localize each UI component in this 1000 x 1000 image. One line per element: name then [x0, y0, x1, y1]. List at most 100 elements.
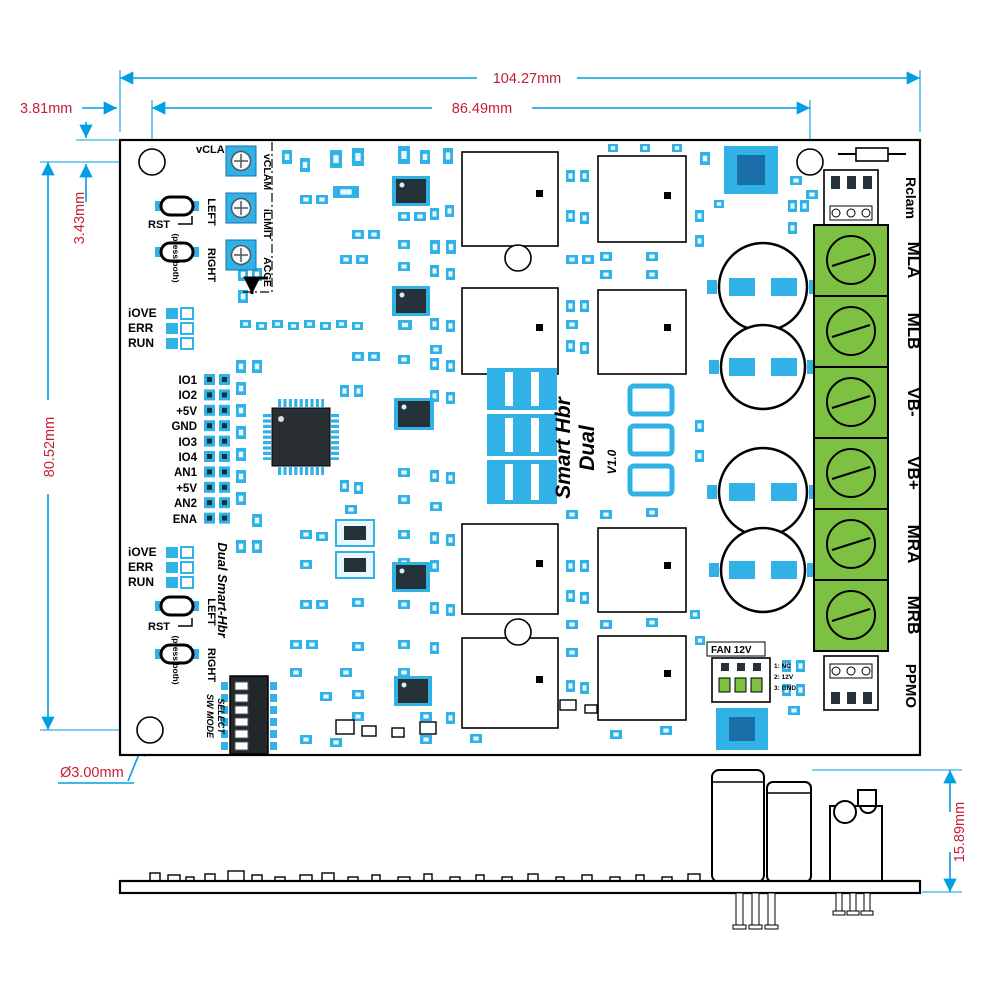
silk-press-both-top: (press both) — [171, 233, 181, 282]
side-view-capacitors — [711, 769, 812, 883]
status-leds-bottom — [166, 546, 194, 589]
silk-iove-top: iOVE — [128, 306, 157, 320]
silk-sw-mode-1: SW MODE — [205, 694, 215, 739]
acce-arrow-icon — [243, 276, 268, 294]
mounting-holes — [136, 148, 824, 744]
terminal-blocks — [813, 224, 889, 652]
silk-err-bottom: ERR — [128, 560, 154, 574]
side-view-terminal-block — [829, 789, 883, 883]
dim-hole-spacing-x-text: 86.49mm — [452, 101, 512, 117]
dimension-annotations: 104.27mm 86.49mm 3.81mm 3.43mm 80.52mm — [20, 70, 968, 893]
dim-hole-offset-y: 3.43mm — [40, 122, 138, 244]
dim-side-height-text: 15.89mm — [952, 802, 968, 862]
silk-press-both-bottom: (press both) — [171, 635, 181, 684]
pcb-side-view — [118, 769, 922, 930]
silk-right-top: RIGHT — [205, 248, 217, 283]
silk-left-top: LEFT — [205, 198, 217, 226]
io-header-labels: IO1 IO2 +5V GND IO3 IO4 AN1 +5V AN2 ENA — [171, 375, 197, 526]
silk-version: V1.0 — [605, 449, 619, 474]
silk-run-bottom: RUN — [128, 575, 154, 589]
dim-overall-width: 104.27mm — [119, 70, 921, 132]
smd-module-top-right — [724, 146, 778, 194]
trimmer-vclam — [225, 145, 257, 177]
side-view-board-profile — [118, 879, 922, 895]
dim-overall-width-text: 104.27mm — [493, 71, 562, 87]
cap-1 — [707, 241, 819, 333]
silk-board-name-side: Dual Smart-Hbr — [215, 542, 230, 638]
trimmer-acce — [225, 239, 257, 271]
power-shunt-resistors — [487, 368, 675, 504]
silk-io3: IO3 — [178, 437, 197, 449]
silk-left-bottom: LEFT — [205, 598, 217, 626]
resistor-top-right — [838, 147, 906, 162]
dim-hole-offset-y-text: 3.43mm — [72, 192, 88, 244]
ppmo-connector — [823, 655, 879, 711]
rst-bracket-bottom — [178, 618, 193, 627]
terminal-mla — [813, 224, 889, 297]
board-hole-mid-top — [504, 244, 532, 272]
dim-hole-spacing-x: 86.49mm — [151, 100, 811, 147]
silk-5v-a: +5V — [176, 406, 197, 418]
silk-mrb-label: MRB — [904, 596, 923, 635]
button-left-2 — [159, 595, 195, 617]
buttons-top — [155, 195, 199, 263]
silk-an1: AN1 — [174, 467, 198, 479]
silk-iove-bottom: iOVE — [128, 545, 157, 559]
trimmer-pots — [225, 142, 273, 294]
trimmer-ilimit — [225, 192, 257, 224]
silk-fan-label: FAN 12V — [711, 645, 752, 656]
silk-sw-mode-2: SELECT — [216, 698, 226, 735]
passive-components-layer — [236, 144, 818, 747]
mount-hole-top-left — [138, 148, 166, 176]
button-left — [159, 195, 195, 217]
silk-title-line2: Dual — [576, 424, 599, 471]
silk-an2: AN2 — [174, 498, 197, 510]
board-hole-mid-bottom — [504, 618, 532, 646]
silk-err-top: ERR — [128, 321, 154, 335]
silk-title-line1: Smart Hbr — [552, 395, 575, 498]
mount-hole-top-right — [796, 148, 824, 176]
silk-vb-minus-label: VB- — [904, 387, 923, 416]
io-header-pads — [204, 374, 230, 524]
side-view-small-parts — [149, 870, 701, 882]
silk-rclam-label: Rclam — [903, 177, 919, 219]
silk-io2: IO2 — [178, 390, 197, 402]
side-view-pins — [732, 892, 874, 930]
dim-hole-offset-x-text: 3.81mm — [20, 101, 72, 117]
silk-run-top: RUN — [128, 336, 154, 350]
silk-right-bottom: RIGHT — [205, 648, 217, 683]
silk-fan-pin-1: 1: NC — [774, 663, 791, 670]
silk-fan-pin-2: 2: 12V — [774, 674, 794, 681]
terminal-mrb — [813, 579, 889, 652]
silk-vclam-label: vCLAM — [261, 154, 273, 190]
buttons-bottom — [155, 595, 199, 665]
cap-4 — [709, 526, 817, 614]
silk-ilimit-label: iLIMIT — [261, 209, 273, 240]
silk-mlb-label: MLB — [904, 313, 923, 350]
silk-vcla-led-label: vCLA — [196, 144, 225, 156]
dim-hole-diameter: Ø3.00mm — [58, 741, 146, 784]
dim-hole-diameter-text: Ø3.00mm — [60, 765, 124, 781]
fan-connector — [706, 641, 771, 703]
terminal-vb-plus — [813, 437, 889, 510]
soic-ic-layer — [335, 176, 434, 706]
button-right-2 — [159, 643, 195, 665]
dim-hole-offset-x: 3.81mm — [20, 101, 117, 117]
silk-acce-label: ACCE — [261, 257, 273, 287]
cap-2 — [709, 323, 817, 411]
silk-ena: ENA — [173, 514, 197, 526]
silk-mla-label: MLA — [904, 242, 923, 279]
power-mosfet-packages — [461, 151, 687, 729]
dim-hole-spacing-y-text: 80.52mm — [42, 417, 58, 477]
dim-side-height: 15.89mm — [812, 769, 968, 893]
rst-bracket-top — [178, 216, 193, 225]
dim-hole-spacing-y: 80.52mm — [40, 162, 136, 731]
silk-io4: IO4 — [178, 452, 197, 464]
silk-rst-top: RST — [148, 219, 170, 231]
button-right — [159, 241, 195, 263]
silk-fan-pin-3: 3: GND — [774, 685, 796, 692]
mount-hole-bottom-left — [136, 716, 164, 744]
rclam-connector — [823, 169, 879, 227]
